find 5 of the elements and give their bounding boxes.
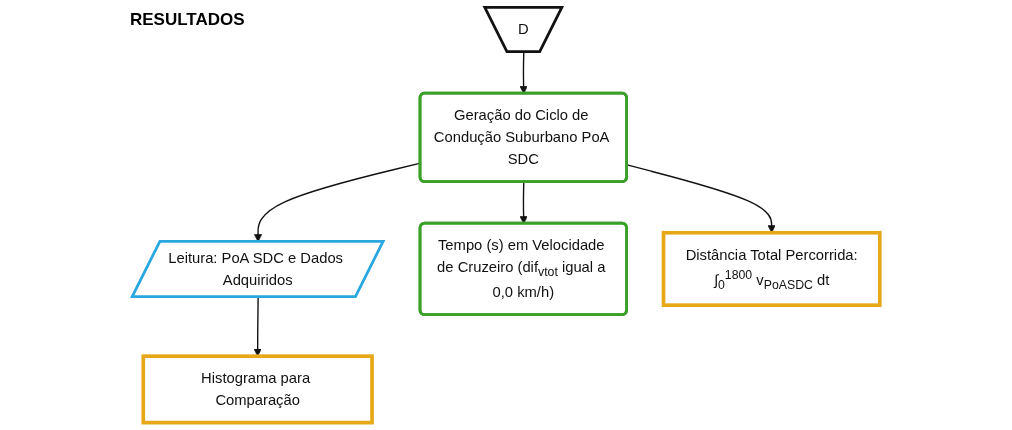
arrow bbox=[253, 296, 262, 357]
node-box: Histograma para Comparação bbox=[141, 354, 374, 425]
diagram-title: RESULTADOS bbox=[130, 10, 245, 30]
node-box: Distância Total Percorrida: ∫$_{0}$$^{1800}$ v$_{PoASDC}$ dt bbox=[661, 230, 882, 307]
arrow bbox=[519, 51, 528, 94]
